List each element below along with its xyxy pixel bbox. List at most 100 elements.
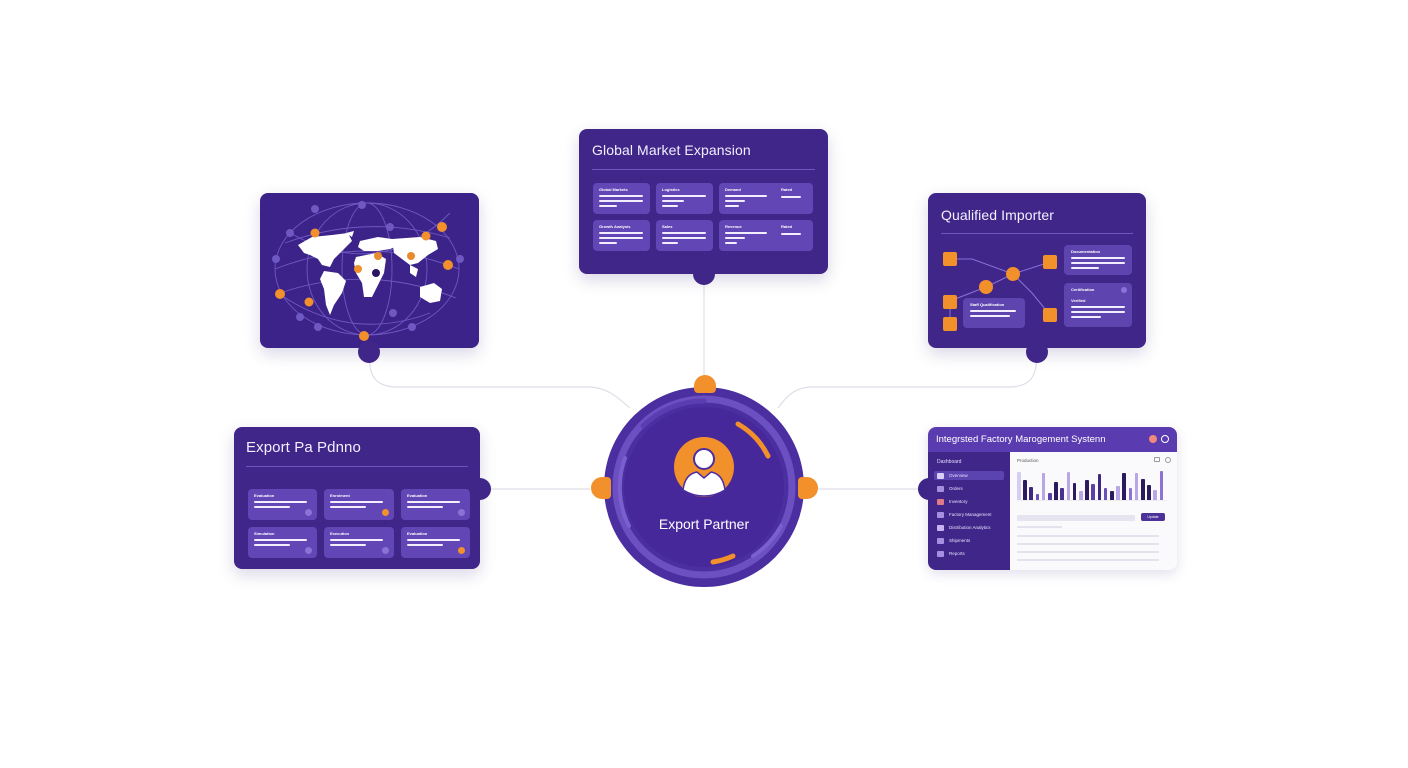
- chart-bar: [1079, 491, 1083, 500]
- search-input[interactable]: [1017, 515, 1135, 521]
- text-line: [407, 506, 443, 508]
- app-sidebar: Dashboard Overview Orders Inventory Fact…: [928, 452, 1010, 570]
- market-tile[interactable]: Logistics: [656, 183, 713, 214]
- factory-management-card[interactable]: Integrsted Factory Marogement Systenn Da…: [928, 427, 1177, 570]
- status-dot: [382, 509, 389, 516]
- portfolio-tile[interactable]: Execution: [324, 527, 394, 558]
- bar-chart: [1017, 469, 1167, 501]
- text-line: [662, 205, 678, 207]
- text-line: [254, 506, 290, 508]
- sidebar-item-label: Shipments: [949, 538, 971, 543]
- text-line: [970, 315, 1010, 317]
- card-title: Global Market Expansion: [592, 142, 751, 158]
- tile-label: Global Markets: [599, 187, 628, 192]
- card-title: Export Pa Pdnno: [246, 439, 361, 456]
- tile-label: Execution: [330, 531, 350, 536]
- text-line: [599, 200, 643, 202]
- table-row-line: [1017, 559, 1159, 561]
- chart-bar: [1159, 471, 1164, 500]
- item-icon: [937, 511, 944, 518]
- tile-side-label: Rated: [781, 187, 793, 192]
- chart-bar: [1147, 485, 1151, 500]
- item-icon: [937, 537, 944, 544]
- sidebar-item-factory-management[interactable]: Factory Management: [934, 510, 1004, 519]
- node-dot: [979, 280, 993, 294]
- market-tile[interactable]: Revenue Rated: [719, 220, 813, 251]
- market-tile[interactable]: Global Markets: [593, 183, 650, 214]
- node-dot: [1006, 267, 1020, 281]
- portfolio-tile[interactable]: Evaluation: [401, 527, 470, 558]
- item-icon: [937, 524, 944, 531]
- global-market-expansion-card[interactable]: Global Market Expansion Global Markets L…: [579, 129, 828, 274]
- text-line: [725, 195, 767, 197]
- chart-bar: [1128, 488, 1133, 500]
- sidebar-item-label: Factory Management: [949, 512, 992, 517]
- divider: [592, 169, 815, 170]
- sidebar-item-inventory[interactable]: Inventory: [934, 497, 1004, 506]
- chart-bar: [1134, 473, 1139, 500]
- portfolio-tile[interactable]: Enrolment: [324, 489, 394, 520]
- portfolio-tile[interactable]: Evaluation: [401, 489, 470, 520]
- tile-label: Demand: [725, 187, 741, 192]
- portfolio-tile[interactable]: Evaluation: [248, 489, 317, 520]
- node-square: [943, 295, 957, 309]
- chart-bar: [1041, 473, 1046, 500]
- global-card-connector-tab: [693, 263, 715, 285]
- sidebar-item-shipments[interactable]: Shipments: [934, 536, 1004, 545]
- camera-icon[interactable]: [1154, 457, 1160, 462]
- panel-label: Documentation: [1071, 249, 1101, 254]
- importer-panel[interactable]: Staff Qualification: [963, 298, 1025, 328]
- status-dot: [458, 547, 465, 554]
- text-line: [970, 310, 1016, 312]
- item-icon: [937, 472, 944, 479]
- text-line: [330, 506, 366, 508]
- market-tile[interactable]: Demand Rated: [719, 183, 813, 214]
- update-button[interactable]: Update: [1141, 513, 1165, 521]
- text-line: [662, 232, 706, 234]
- text-line: [725, 232, 767, 234]
- chart-bar: [1116, 486, 1120, 500]
- text-line: [662, 200, 684, 202]
- settings-icon[interactable]: [1161, 435, 1169, 443]
- text-line: [662, 237, 706, 239]
- export-partner-hub[interactable]: Export Partner: [591, 375, 818, 588]
- market-tiles-grid: Global Markets Logistics Demand Rated Gr…: [593, 183, 813, 251]
- chart-bar: [1029, 487, 1033, 500]
- text-line: [254, 544, 290, 546]
- tile-label: Revenue: [725, 224, 742, 229]
- world-map-card[interactable]: [260, 193, 479, 348]
- importer-panel[interactable]: Documentation: [1064, 245, 1132, 275]
- hub-label: Export Partner: [658, 516, 750, 532]
- hub-connector-right: [798, 477, 818, 499]
- qualified-importer-card[interactable]: Qualified Importer Staff Qualification D…: [928, 193, 1146, 348]
- text-line: [1071, 257, 1125, 259]
- gear-icon[interactable]: [1165, 457, 1171, 463]
- text-line: [330, 544, 366, 546]
- tile-label: Simulation: [254, 531, 275, 536]
- section-heading: Production: [1017, 458, 1039, 463]
- sidebar-heading: Dashboard: [937, 459, 962, 465]
- portfolio-tile[interactable]: Simulation: [248, 527, 317, 558]
- importer-panel[interactable]: Certification Verified: [1064, 283, 1132, 327]
- sidebar-item-orders[interactable]: Orders: [934, 484, 1004, 493]
- tile-label: Evaluation: [254, 493, 275, 498]
- sidebar-item-overview[interactable]: Overview: [934, 471, 1004, 480]
- map-card-connector-tab: [358, 341, 380, 363]
- text-line: [1071, 262, 1125, 264]
- item-icon: [937, 498, 944, 505]
- text-line: [599, 237, 643, 239]
- sidebar-item-distribution[interactable]: Distribution Analytics: [934, 523, 1004, 532]
- portfolio-tiles-grid: Evaluation Enrolment Evaluation Simulati…: [248, 489, 470, 558]
- sidebar-item-reports[interactable]: Reports: [934, 549, 1004, 558]
- node-square: [943, 252, 957, 266]
- text-line: [1071, 267, 1099, 269]
- notification-icon[interactable]: [1149, 435, 1157, 443]
- app-header: Integrsted Factory Marogement Systenn: [928, 427, 1177, 452]
- sidebar-item-label: Reports: [949, 551, 965, 556]
- tile-label: Evaluation: [407, 531, 428, 536]
- chart-bar: [1072, 483, 1077, 500]
- market-tile[interactable]: Sales: [656, 220, 713, 251]
- text-line: [330, 539, 383, 541]
- export-portfolio-card[interactable]: Export Pa Pdnno Evaluation Enrolment Eva…: [234, 427, 480, 569]
- market-tile[interactable]: Growth Analysis: [593, 220, 650, 251]
